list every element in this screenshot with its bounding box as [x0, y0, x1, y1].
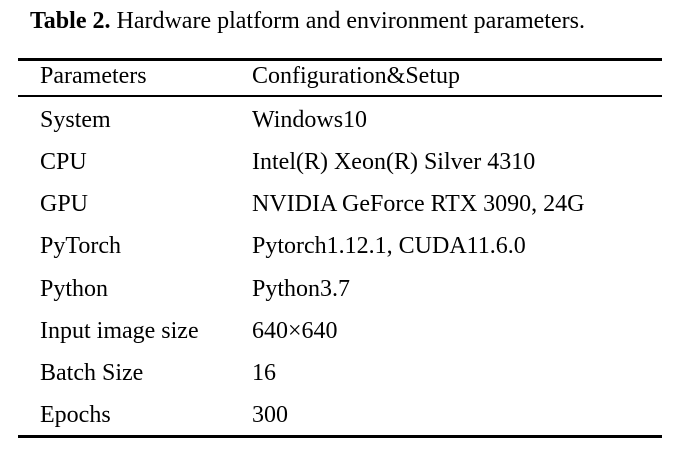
row-parameter: PyTorch [40, 233, 121, 259]
table-row: CPU Intel(R) Xeon(R) Silver 4310 [0, 141, 680, 183]
table-row: System Windows10 [0, 99, 680, 141]
row-parameter: CPU [40, 149, 87, 175]
top-rule [18, 58, 662, 61]
row-value: NVIDIA GeForce RTX 3090, 24G [252, 191, 585, 217]
row-parameter: GPU [40, 191, 89, 217]
header-configuration: Configuration&Setup [252, 63, 460, 89]
row-parameter: System [40, 107, 111, 133]
row-parameter: Python [40, 276, 109, 302]
table-row: GPU NVIDIA GeForce RTX 3090, 24G [0, 183, 680, 225]
row-parameter: Batch Size [40, 360, 144, 386]
table-row: PyTorch Pytorch1.12.1, CUDA11.6.0 [0, 225, 680, 267]
row-value: Windows10 [252, 107, 368, 133]
row-value: 16 [252, 360, 276, 386]
table-row: Epochs 300 [0, 394, 680, 436]
table-caption: Table 2. Hardware platform and environme… [30, 6, 670, 36]
row-value: 640×640 [252, 318, 338, 344]
caption-text: Hardware platform and environment parame… [116, 8, 585, 34]
row-parameter: Epochs [40, 402, 111, 428]
table-row: Batch Size 16 [0, 352, 680, 394]
row-parameter: Input image size [40, 318, 199, 344]
table-row: Python Python3.7 [0, 268, 680, 310]
row-value: Intel(R) Xeon(R) Silver 4310 [252, 149, 536, 175]
header-rule [18, 95, 662, 97]
table-header-row: Parameters Configuration&Setup [0, 55, 680, 97]
row-value: Pytorch1.12.1, CUDA11.6.0 [252, 233, 526, 259]
table-row: Input image size 640×640 [0, 310, 680, 352]
caption-label: Table 2. [30, 8, 111, 34]
bottom-rule [18, 435, 662, 438]
row-value: 300 [252, 402, 288, 428]
header-parameters: Parameters [40, 63, 147, 89]
row-value: Python3.7 [252, 276, 351, 302]
